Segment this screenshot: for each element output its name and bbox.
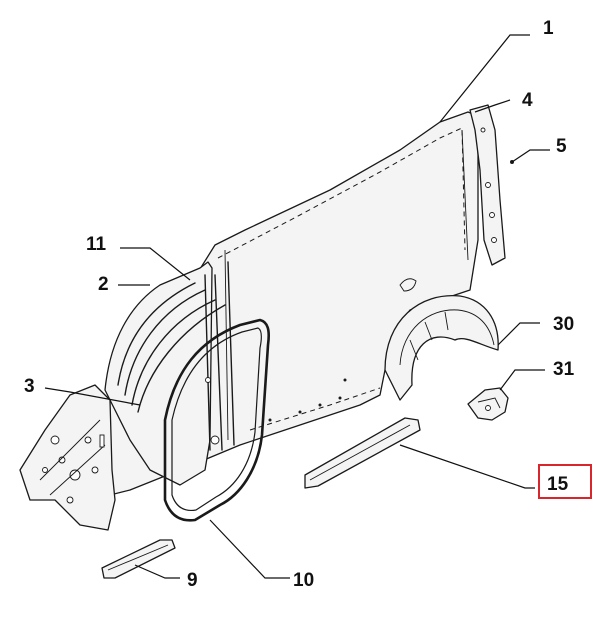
bracket-part[interactable] [467,387,509,421]
callout-5: 5 [556,136,567,157]
callout-31: 31 [553,359,575,380]
a-pillar-assembly[interactable] [104,261,235,486]
callout-9: 9 [187,570,198,591]
callout-1: 1 [543,18,554,39]
callout-3: 3 [24,376,35,397]
callout-labels: 1 4 5 11 2 3 30 31 9 10 15 [24,18,592,591]
highlight-box-15 [538,464,592,499]
callout-4: 4 [522,90,533,111]
callout-30: 30 [553,314,574,335]
callout-15[interactable]: 15 [547,474,569,495]
door-seal-loop[interactable] [163,318,271,522]
callout-2: 2 [98,274,109,295]
front-sill-trim[interactable] [101,539,176,579]
sill-trim-strip[interactable] [304,417,421,489]
callout-11: 11 [86,234,107,255]
callout-10: 10 [293,570,314,591]
leader-lines [44,34,550,579]
front-structure[interactable] [19,384,116,531]
pillar-reinforcement[interactable] [469,104,506,266]
wheel-arch-liner[interactable] [384,295,499,401]
